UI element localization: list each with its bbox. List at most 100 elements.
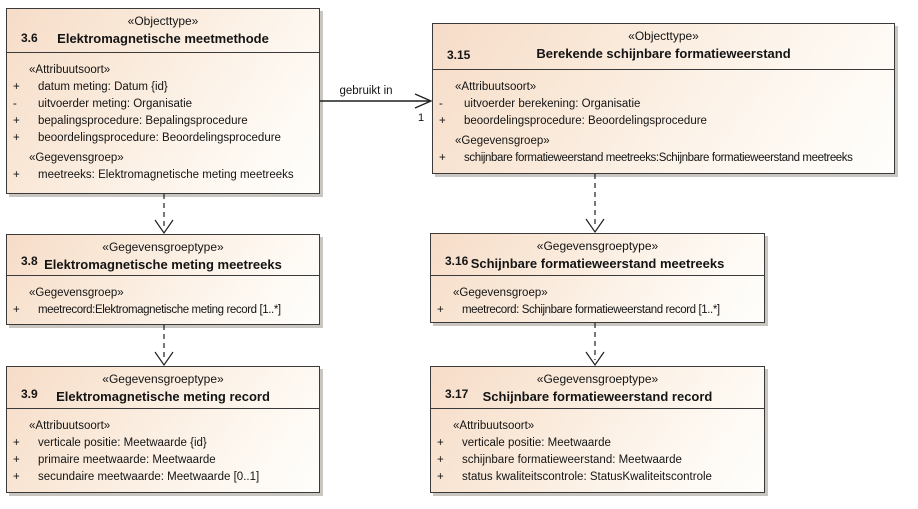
attribute-row: + beoordelingsprocedure: Beoordelingsproc…: [7, 130, 319, 147]
open-arrowhead-icon: [414, 93, 433, 109]
stereotype-row: «Gegevensgroep»: [453, 287, 548, 299]
attribute-text: primaire meetwaarde: Meetwaarde: [38, 454, 216, 466]
visibility-sign: +: [13, 454, 20, 466]
visibility-sign: +: [13, 115, 20, 127]
class-body: «Attribuutsoort» + verticale positie: Mee…: [7, 409, 319, 486]
class-title: Elektromagnetische meting meetreeks: [44, 257, 282, 272]
class-stereotype: «Gegevensgroeptype»: [536, 372, 659, 386]
class-stereotype: «Gegevensgroeptype»: [102, 372, 224, 386]
attribute-text: datum meting: Datum {id}: [38, 81, 168, 93]
class-title: Elektromagnetische meetmethode: [57, 31, 269, 46]
attribute-row: + verticale positie: Meetwaarde {id}: [7, 435, 319, 452]
attribute-text: beoordelingsprocedure: Beoordelingsproce…: [38, 132, 281, 144]
attribute-text: verticale positie: Meetwaarde: [462, 437, 611, 449]
class-box-schijnbare-formatieweerstand-meetreeks[interactable]: «Gegevensgroeptype» Schijnbare formatiew…: [430, 233, 765, 323]
class-stereotype: «Objecttype»: [628, 29, 699, 43]
class-number: 3.17: [445, 387, 469, 401]
stereotype-row: «Gegevensgroep»: [455, 135, 550, 147]
attribute-text: schijnbare formatieweerstand: Meetwaarde: [462, 454, 682, 466]
attribute-row: + status kwaliteitscontrole: StatusKwalit…: [431, 469, 764, 486]
class-box-elektromagnetische-meting-meetreeks[interactable]: «Gegevensgroeptype» Elektromagnetische m…: [6, 234, 320, 325]
class-header: «Gegevensgroeptype» Elektromagnetische m…: [7, 367, 319, 409]
class-box-berekende-schijnbare-formatieweerstand[interactable]: «Objecttype» Berekende schijnbare format…: [432, 23, 895, 174]
association-gebruikt-in: gebruikt in 1: [320, 85, 433, 124]
open-arrowhead-icon: [585, 351, 605, 367]
class-header: «Objecttype» Berekende schijnbare format…: [433, 24, 894, 70]
visibility-sign: +: [437, 454, 444, 466]
class-title: Elektromagnetische meting record: [56, 389, 270, 404]
class-header: «Gegevensgroeptype» Schijnbare formatiew…: [431, 367, 764, 409]
attribute-row: -uitvoerder meting: Organisatie: [7, 96, 319, 113]
attribute-text: verticale positie: Meetwaarde {id}: [38, 437, 207, 449]
attribute-row: +meetreeks: Elektromagnetische meting me…: [7, 167, 319, 184]
stereotype-row: «Attribuutsoort»: [453, 420, 535, 432]
association-multiplicity: 1: [418, 112, 424, 124]
attribute-row: + verticale positie: Meetwaarde: [431, 435, 764, 452]
association-label: gebruikt in: [339, 85, 392, 97]
attribute-row: - uitvoerder berekening: Organisatie: [433, 96, 894, 113]
class-body: «Gegevensgroep» + meetrecord: Schijnbare …: [431, 276, 764, 319]
class-header: «Gegevensgroeptype» Elektromagnetische m…: [7, 235, 319, 276]
class-title: Schijnbare formatieweerstand record: [482, 389, 713, 404]
visibility-sign: +: [13, 81, 20, 93]
class-stereotype: «Gegevensgroeptype»: [102, 240, 224, 254]
attribute-row: +beoordelingsprocedure: Beoordelingsproc…: [433, 113, 894, 130]
stereotype-row: «Attribuutsoort»: [455, 81, 537, 93]
dependency-3-8-to-3-9: [154, 325, 174, 367]
class-header: «Objecttype» Elektromagnetische meetmeth…: [7, 9, 319, 53]
class-box-schijnbare-formatieweerstand-record[interactable]: «Gegevensgroeptype» Schijnbare formatiew…: [430, 366, 765, 493]
stereotype-row: «Gegevensgroep»: [29, 152, 124, 164]
class-number: 3.9: [21, 387, 38, 401]
visibility-sign: +: [437, 471, 444, 483]
class-title: Berekende schijnbare formatieweerstand: [536, 46, 791, 61]
class-body: «Attribuutsoort» - uitvoerder berekening:…: [433, 70, 894, 167]
class-body: «Attribuutsoort» + datum meting: Datum {i…: [7, 53, 319, 184]
class-stereotype: «Objecttype»: [127, 14, 199, 28]
class-body: «Attribuutsoort» + verticale positie: Mee…: [431, 409, 764, 486]
attribute-row: + secundaire meetwaarde: Meetwaarde [0..1…: [7, 469, 319, 486]
class-box-elektromagnetische-meetmethode[interactable]: «Objecttype» Elektromagnetische meetmeth…: [6, 8, 320, 194]
class-number: 3.16: [445, 254, 469, 268]
attribute-row: + meetrecord: Schijnbare formatieweerstan…: [431, 302, 764, 319]
attribute-text: uitvoerder berekening: Organisatie: [464, 98, 641, 110]
stereotype-row: «Attribuutsoort»: [29, 420, 111, 432]
attribute-text: secundaire meetwaarde: Meetwaarde [0..1]: [38, 471, 260, 483]
visibility-sign: +: [13, 304, 20, 316]
stereotype-row: «Attribuutsoort»: [29, 64, 111, 76]
visibility-sign: +: [437, 304, 444, 316]
attribute-row: + bepalingsprocedure: Bepalingsprocedure: [7, 113, 319, 130]
attribute-row: + schijnbare formatieweerstand: Meetwaard…: [431, 452, 764, 469]
visibility-sign: -: [13, 98, 17, 110]
attribute-text: status kwaliteitscontrole: StatusKwalite…: [462, 471, 712, 483]
visibility-sign: +: [439, 115, 446, 127]
dependency-3-16-to-3-17: [585, 323, 605, 367]
attribute-text: schijnbare formatieweerstand meetreeks:S…: [464, 152, 853, 164]
visibility-sign: -: [439, 98, 443, 110]
open-arrowhead-icon: [585, 218, 605, 234]
dependency-3-6-to-3-8: [154, 194, 174, 235]
visibility-sign: +: [13, 471, 20, 483]
class-box-elektromagnetische-meting-record[interactable]: «Gegevensgroeptype» Elektromagnetische m…: [6, 366, 320, 493]
class-header: «Gegevensgroeptype» Schijnbare formatiew…: [431, 234, 764, 276]
class-body: «Gegevensgroep» + meetrecord:Elektromagne…: [7, 276, 319, 319]
stereotype-row: «Gegevensgroep»: [29, 287, 124, 299]
class-number: 3.6: [21, 31, 38, 45]
visibility-sign: +: [437, 437, 444, 449]
attribute-text: meetrecord: Schijnbare formatieweerstand…: [462, 304, 720, 316]
visibility-sign: +: [13, 132, 20, 144]
class-title: Schijnbare formatieweerstand meetreeks: [470, 256, 725, 271]
class-stereotype: «Gegevensgroeptype»: [536, 239, 659, 253]
visibility-sign: +: [13, 437, 20, 449]
attribute-row: + primaire meetwaarde: Meetwaarde: [7, 452, 319, 469]
open-arrowhead-icon: [154, 219, 174, 235]
attribute-row: + meetrecord:Elektromagnetische meting re…: [7, 302, 319, 319]
class-number: 3.15: [447, 48, 471, 62]
visibility-sign: +: [13, 169, 20, 181]
open-arrowhead-icon: [154, 351, 174, 367]
attribute-text: bepalingsprocedure: Bepalingsprocedure: [38, 115, 248, 127]
visibility-sign: +: [439, 152, 446, 164]
attribute-row: + schijnbare formatieweerstand meetreeks:…: [433, 150, 894, 167]
attribute-text: meetrecord:Elektromagnetische meting rec…: [38, 304, 281, 316]
dependency-3-15-to-3-16: [585, 174, 605, 234]
